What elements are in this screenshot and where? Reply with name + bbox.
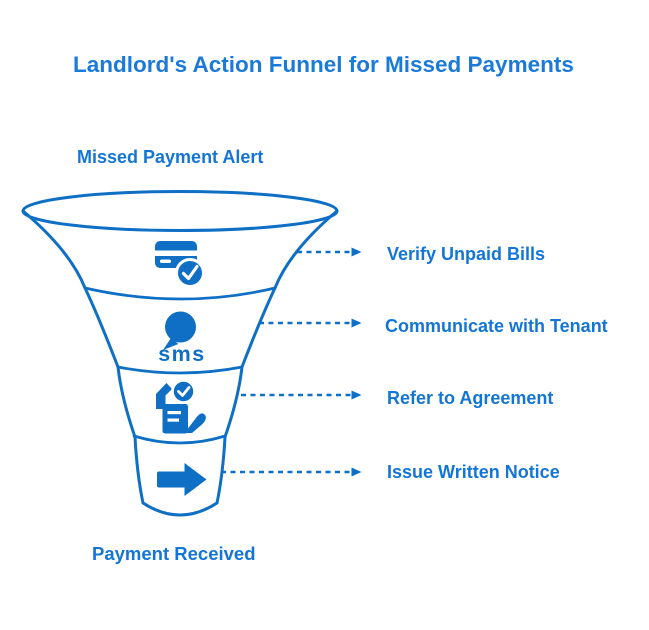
funnel-top-label: Missed Payment Alert [77,147,264,167]
bills-check-icon [155,241,205,288]
connector-arrowhead-icon [351,318,362,328]
funnel-right-wall [215,209,339,505]
connector-arrowhead-icon [351,390,362,400]
funnel-divider-3 [132,434,227,445]
stage-label-verify-unpaid-bills: Verify Unpaid Bills [387,244,546,264]
stage-connectors [221,247,362,477]
agreement-hand-icon [156,379,206,434]
connector-arrowhead-icon [351,467,362,477]
stage-label-communicate-with-tenant: Communicate with Tenant [385,316,608,336]
arrow-right-icon [157,463,207,496]
funnel-left-wall [21,209,145,505]
stage-label-refer-to-agreement: Refer to Agreement [387,388,554,408]
funnel-divider-1 [83,286,277,301]
stage-label-issue-written-notice: Issue Written Notice [387,462,560,482]
diagram-title: Landlord's Action Funnel for Missed Paym… [73,52,574,77]
funnel-bottom-rim [141,501,219,517]
funnel-divider-2 [116,365,244,375]
sms-bubble-icon: sms [158,311,206,366]
connector-arrowhead-icon [351,247,362,257]
funnel-top-rim [21,190,339,232]
funnel-bottom-label: Payment Received [92,543,256,564]
funnel-outline [21,190,339,517]
sms-text: sms [158,342,206,366]
